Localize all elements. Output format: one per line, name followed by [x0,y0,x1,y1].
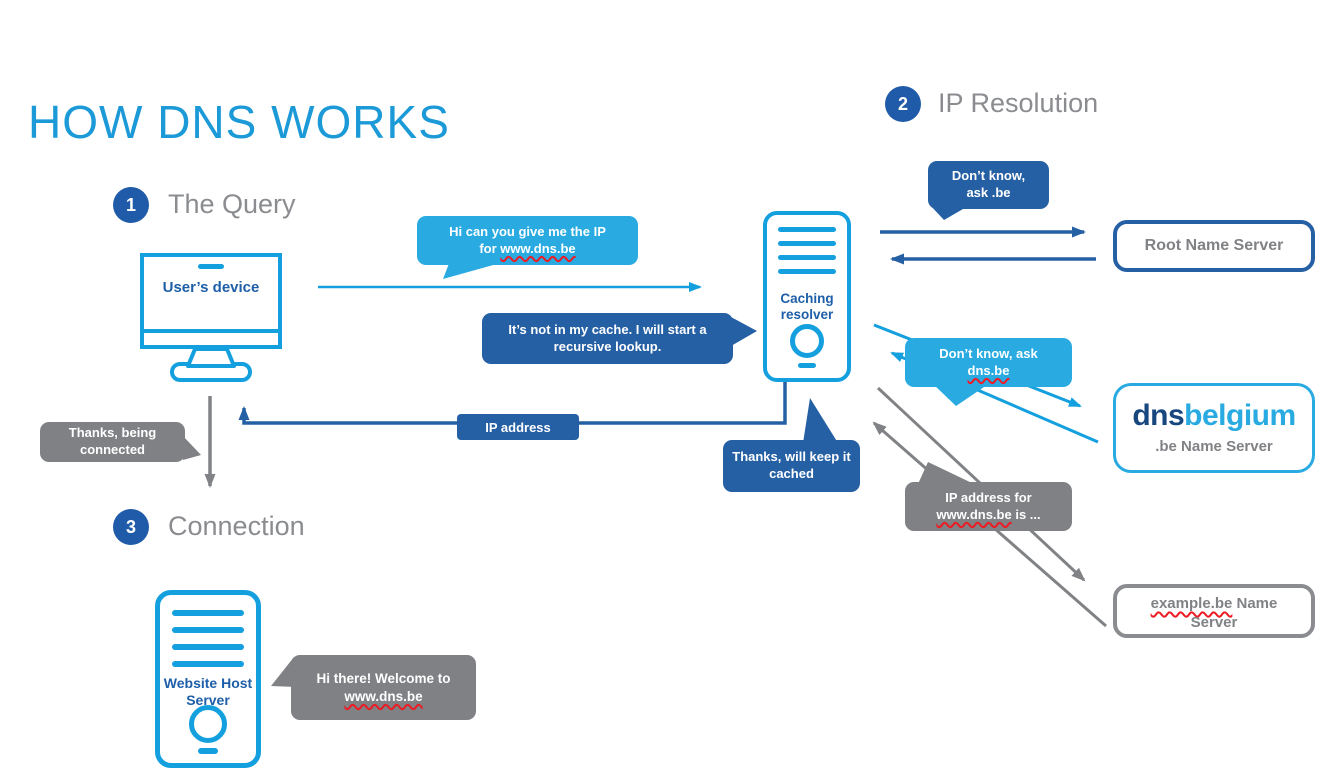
be-name-server-label: .be Name Server [1155,438,1273,455]
welcome-line1: Hi there! Welcome to [316,670,451,686]
not-in-cache-text: It’s not in my cache. I will start a rec… [508,321,707,354]
monitor-stand-neck [186,347,236,368]
dns-belgium-logo: dnsbelgium [1132,399,1296,432]
server-slot-line [778,255,836,260]
ask-root-line2: ask .be [966,185,1011,200]
thanks-connected-text: Thanks, being connected [68,425,157,457]
example-domain: example.be [1150,595,1233,612]
server-slot-line [778,241,836,246]
ip-address-label: IP address [457,414,579,440]
ip-for-line1: IP address for [945,489,1032,505]
monitor-bottom-bar [144,329,278,333]
server-slot-line [172,661,244,667]
server-slot-line [172,610,244,616]
query-domain: www.dns.be [500,240,576,256]
caching-resolver-icon: Caching resolver [763,211,851,382]
thanks-connected-bubble-tail [183,436,201,460]
be-name-server-box: dnsbelgium .be Name Server [1113,383,1315,473]
ip-for-line2: www.dns.be is ... [911,507,1066,524]
query-line2: for www.dns.be [423,241,632,258]
thanks-cached-text: Thanks, will keep it cached [732,449,851,481]
query-line1: Hi can you give me the IP [449,223,606,239]
step-3-number: 3 [125,516,136,537]
query-line2-prefix: for [479,240,501,256]
monitor-stand-base [170,362,252,382]
ask-be-line1: Don’t know, ask [939,345,1038,361]
root-name-server-box: Root Name Server [1113,220,1315,272]
ip-for-bubble-tail [918,462,974,484]
ask-be-line2: dns.be [911,363,1066,380]
step-2-label: IP Resolution [938,88,1099,118]
not-in-cache-bubble-tail [731,317,757,346]
not-in-cache-bubble: It’s not in my cache. I will start a rec… [482,313,733,364]
welcome-line2: www.dns.be [297,688,470,706]
step-1-badge: 1 [113,187,149,223]
welcome-bubble: Hi there! Welcome to www.dns.be [291,655,476,720]
caching-resolver-label: Caching resolver [780,291,834,323]
server-bottom-dash [798,363,816,368]
monitor-camera-dash [198,264,224,269]
server-power-circle [189,705,227,743]
ask-root-line1: Don’t know, [951,168,1026,184]
root-name-server-label: Root Name Server [1144,237,1284,254]
server-slot-line [172,644,244,650]
thanks-connected-bubble: Thanks, being connected [40,422,185,462]
ip-address-text: IP address [485,419,551,435]
server-slot-line [778,269,836,274]
step-3-badge: 3 [113,509,149,545]
step-1-number: 1 [125,194,136,215]
ip-for-suffix: is ... [1011,506,1041,522]
user-device-label: User’s device [162,279,260,296]
ip-for-bubble: IP address for www.dns.be is ... [905,482,1072,531]
user-device-icon: User’s device [140,253,282,349]
step-1-label: The Query [168,189,296,219]
page-title: HOW DNS WORKS [28,96,450,148]
logo-dns-part: dns [1132,399,1185,432]
server-slot-line [172,627,244,633]
website-host-label: Website Host Server [163,675,253,708]
example-name-server-box: example.be Name Server [1113,584,1315,638]
query-bubble: Hi can you give me the IP for www.dns.be [417,216,638,265]
example-label-rest: Name Server [1190,595,1278,631]
step-2-badge: 2 [885,86,921,122]
ask-be-bubble: Don’t know, ask dns.be [905,338,1072,387]
server-bottom-dash [198,748,218,754]
ip-for-domain: www.dns.be [936,506,1012,522]
ask-be-domain: dns.be [967,362,1010,378]
ask-root-bubble: Don’t know, ask .be [928,161,1049,209]
step-2-number: 2 [897,93,908,114]
welcome-domain: www.dns.be [344,688,423,704]
thanks-cached-bubble-tail [803,398,838,443]
step-3-label: Connection [168,511,305,541]
thanks-cached-bubble: Thanks, will keep it cached [723,440,860,492]
website-host-server-icon: Website Host Server [155,590,261,768]
logo-belgium-part: belgium [1184,399,1296,432]
server-slot-line [778,227,836,232]
server-power-circle [790,324,824,358]
